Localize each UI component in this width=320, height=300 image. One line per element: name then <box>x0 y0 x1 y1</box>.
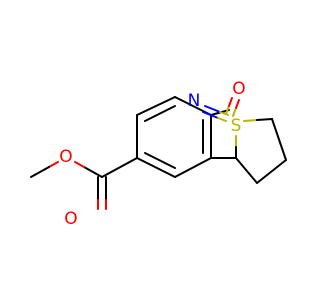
chemical-structure-diagram: N S O O O <box>30 79 287 229</box>
sulfur-label: S <box>231 116 242 136</box>
bond-c5-c6 <box>136 157 176 178</box>
bond-s-o-b-yellow <box>232 107 237 117</box>
bond-n-s-b <box>202 111 219 119</box>
bond-ester-o-methyl <box>30 166 50 178</box>
bond-n-s-b2 <box>217 117 227 122</box>
bond-s-o-a-yellow <box>225 105 230 115</box>
bond-s-c1-yellow <box>243 119 258 122</box>
sulfoxide-group <box>225 97 240 117</box>
bond-ring-carbonyl-c <box>101 157 138 178</box>
ester-oxygen-label: O <box>59 147 72 167</box>
bond-n-s-a <box>204 105 221 113</box>
bond-carbonyl-c-ester-o <box>83 166 103 178</box>
bond-s-c1 <box>256 118 273 121</box>
bond-c1-c2-inner <box>144 105 176 122</box>
ester-group <box>30 157 138 210</box>
bond-c2-c3-ring <box>256 159 287 184</box>
bond-c5-c6-inner <box>144 152 176 169</box>
bond-c1-c2 <box>136 96 176 116</box>
bond-c1-c2-ring <box>271 118 287 161</box>
sulfoxide-oxygen-label: O <box>232 79 245 99</box>
benzene-ring <box>136 96 212 178</box>
bond-s-o-b-red <box>235 99 240 109</box>
carbonyl-oxygen-label: O <box>64 209 77 229</box>
nitrogen-label: N <box>188 91 201 111</box>
bond-c4-c5 <box>174 157 212 178</box>
bond-carbonyl-c-ester-o-red <box>74 161 85 168</box>
bond-ester-o-methyl-red <box>48 161 59 168</box>
bond-s-o-a-red <box>228 97 233 107</box>
cyclopentane-ring <box>235 118 287 184</box>
bond-c3-c9a <box>235 157 258 184</box>
